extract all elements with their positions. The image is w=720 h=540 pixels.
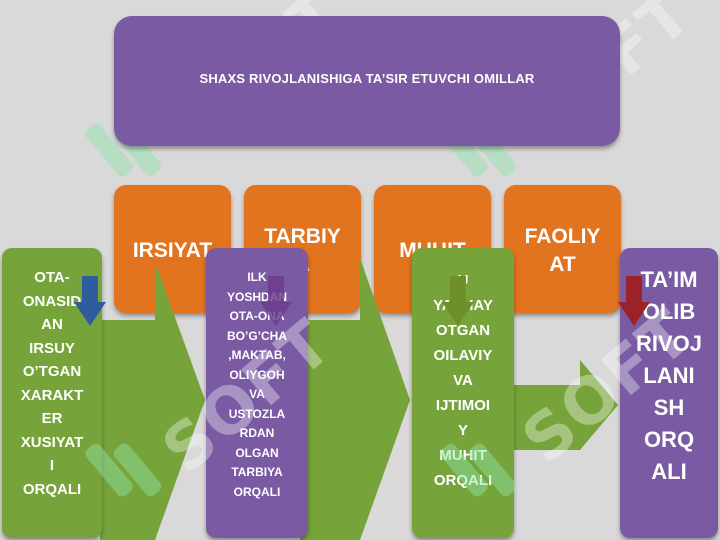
chevron-arrow-2 [300, 258, 410, 540]
detail-text: TA’IM OLIB RIVOJ LANI SH ORQ ALI [635, 267, 703, 484]
detail-text: OTA- ONASID AN IRSUY O’TGAN XARAKT ER XU… [20, 269, 84, 498]
down-arrow-icon [260, 276, 292, 326]
factor-box-faoliyat: FAOLIY AT [504, 185, 621, 313]
detail-text: ILK YOSHDAN OTA-ONA BO’G’CHA ,MAKTAB, OL… [226, 270, 287, 499]
down-arrow-icon [442, 276, 474, 326]
arrow-3-shaft [510, 385, 582, 425]
title-box: SHAXS RIVOJLANISHIGA TA’SIR ETUVCHI OMIL… [114, 16, 620, 146]
factor-label: FAOLIY AT [524, 225, 601, 276]
down-arrow-icon [74, 276, 106, 326]
down-arrow-icon [618, 276, 650, 326]
factor-label: IRSIYAT [132, 239, 213, 262]
chevron-arrow-1 [100, 262, 205, 540]
diagram-title: SHAXS RIVOJLANISHIGA TA’SIR ETUVCHI OMIL… [199, 70, 535, 86]
detail-box-tarbiya: ILK YOSHDAN OTA-ONA BO’G’CHA ,MAKTAB, OL… [206, 248, 308, 538]
